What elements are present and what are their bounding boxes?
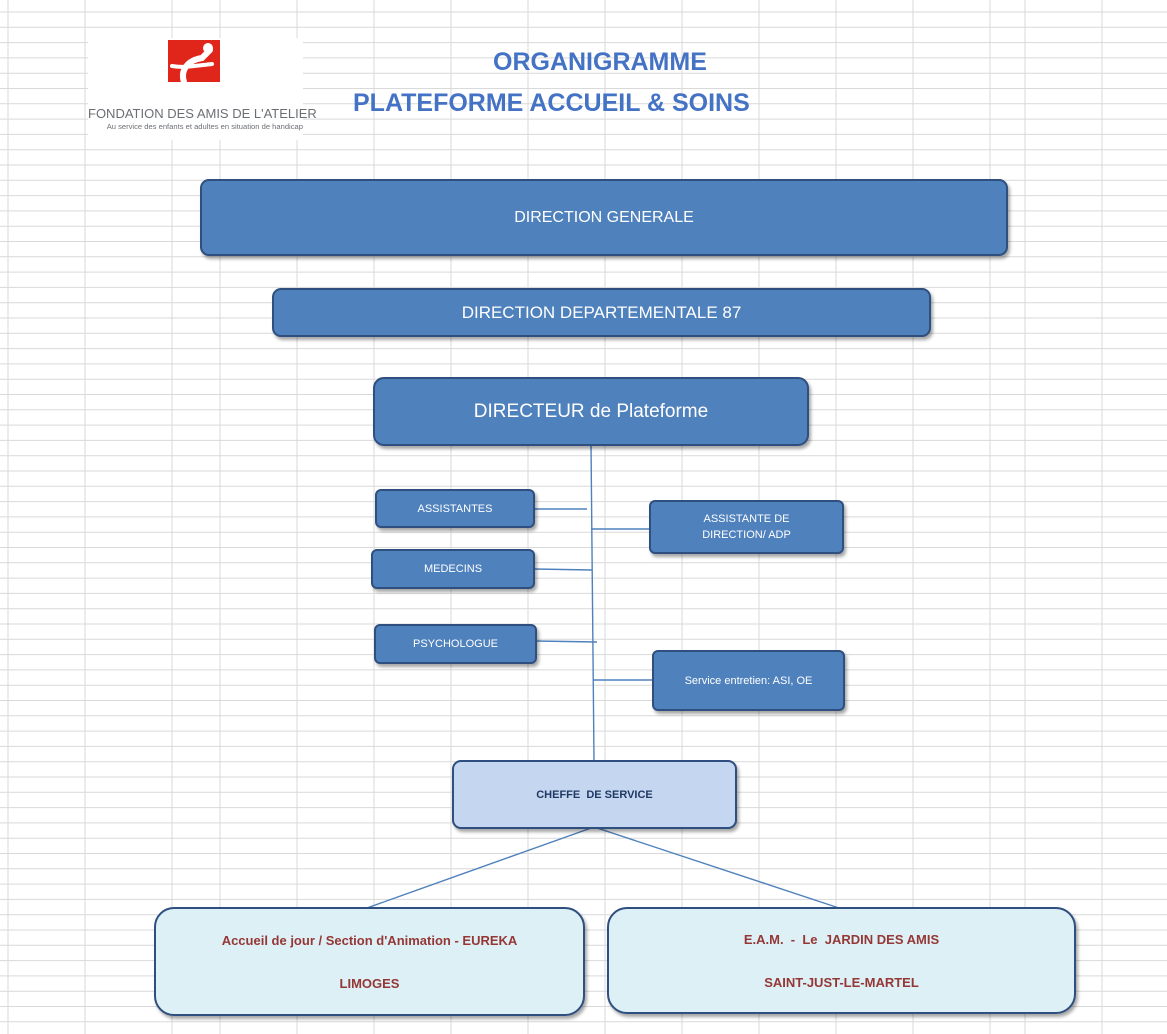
- page-title: ORGANIGRAMME: [493, 48, 707, 76]
- cheffe-service-box: CHEFFE DE SERVICE: [452, 760, 737, 829]
- logo-org-name: FONDATION DES AMIS DE L'ATELIER: [88, 106, 317, 121]
- direction-generale-box: DIRECTION GENERALE: [200, 179, 1008, 256]
- service-entretien-box: Service entretien: ASI, OE: [652, 650, 845, 711]
- medecins-label: MEDECINS: [423, 563, 483, 575]
- directeur-box: DIRECTEUR de Plateforme: [373, 377, 809, 446]
- accueil-jour-location: LIMOGES: [339, 975, 400, 991]
- page-subtitle: PLATEFORME ACCUEIL & SOINS: [353, 89, 750, 117]
- cheffe-service-label: CHEFFE DE SERVICE: [536, 788, 653, 801]
- left-branch-connector: [363, 826, 595, 910]
- medecins-connector: [533, 568, 593, 571]
- direction-departementale-label: DIRECTION DEPARTEMENTALE 87: [461, 302, 742, 322]
- eam-location: SAINT-JUST-LE-MARTEL: [764, 974, 919, 990]
- psychologue-connector: [535, 640, 598, 643]
- medecins-box: MEDECINS: [371, 549, 535, 589]
- eam-title: E.A.M. - Le JARDIN DES AMIS: [743, 931, 940, 947]
- direction-generale-label: DIRECTION GENERALE: [514, 208, 694, 226]
- logo-tagline: Au service des enfants et adultes en sit…: [106, 122, 303, 131]
- foundation-logo: FONDATION DES AMIS DE L'ATELIER Au servi…: [88, 38, 317, 140]
- service-entretien-label: Service entretien: ASI, OE: [684, 674, 813, 687]
- main-vertical-connector: [590, 443, 595, 761]
- eam-box: E.A.M. - Le JARDIN DES AMIS SAINT-JUST-L…: [607, 907, 1076, 1014]
- logo-mark-icon: [168, 40, 220, 85]
- assistantes-box: ASSISTANTES: [375, 489, 535, 528]
- assistante-direction-box: ASSISTANTE DE DIRECTION/ ADP: [649, 500, 844, 554]
- directeur-label: DIRECTEUR de Plateforme: [473, 400, 709, 422]
- psychologue-box: PSYCHOLOGUE: [374, 624, 537, 664]
- accueil-jour-title: Accueil de jour / Section d'Animation - …: [221, 932, 518, 948]
- assistante-direction-label: ASSISTANTE DE DIRECTION/ ADP: [702, 513, 791, 541]
- psychologue-label: PSYCHOLOGUE: [413, 638, 498, 650]
- direction-departementale-box: DIRECTION DEPARTEMENTALE 87: [272, 288, 931, 337]
- right-branch-connector: [593, 826, 843, 910]
- assistantes-label: ASSISTANTES: [417, 502, 493, 515]
- accueil-jour-box: Accueil de jour / Section d'Animation - …: [154, 907, 585, 1016]
